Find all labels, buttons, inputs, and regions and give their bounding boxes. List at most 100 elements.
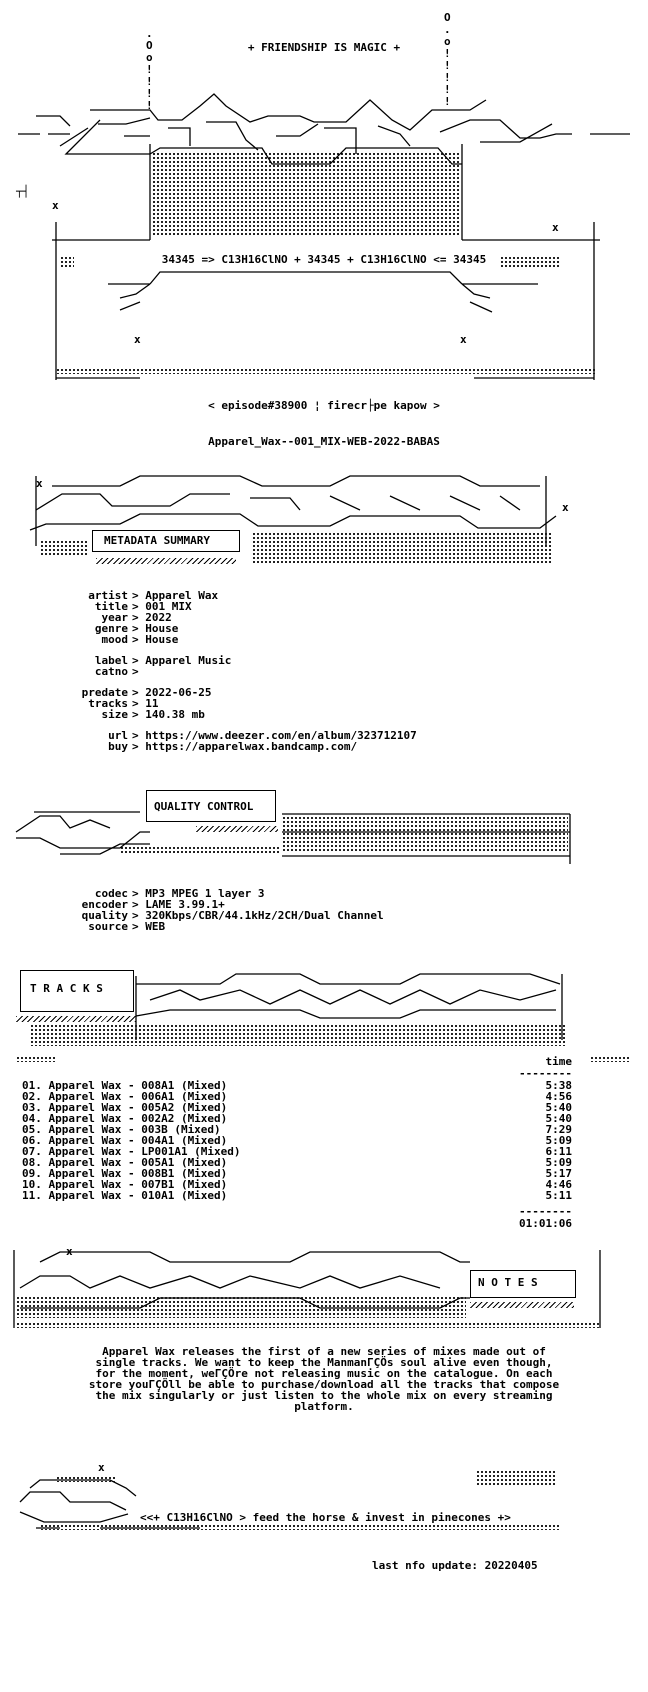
notes-line: store youΓÇÖll be able to purchase/downl… bbox=[88, 1378, 560, 1391]
x-mark: x bbox=[66, 1245, 73, 1258]
track-duration: 7:29 bbox=[545, 1123, 573, 1136]
tracks-hatch bbox=[16, 1016, 136, 1022]
meta-key: catno bbox=[94, 665, 128, 678]
track-name: 09. Apparel Wax - 008B1 (Mixed) bbox=[22, 1167, 228, 1180]
track-name: 11. Apparel Wax - 010A1 (Mixed) bbox=[22, 1189, 228, 1202]
x-mark: x bbox=[460, 333, 467, 346]
section-title-notes: N O T E S bbox=[478, 1276, 538, 1289]
track-duration: 6:11 bbox=[545, 1145, 573, 1158]
track-name: 02. Apparel Wax - 006A1 (Mixed) bbox=[22, 1090, 228, 1103]
qual-value: > WEB bbox=[132, 920, 166, 933]
release-name: Apparel_Wax--001_MIX-WEB-2022-BABAS bbox=[208, 435, 440, 448]
footer-dot-top bbox=[56, 1476, 116, 1482]
x-mark: x bbox=[98, 1461, 105, 1474]
header-dots-bottom bbox=[56, 368, 596, 374]
track-name: 04. Apparel Wax - 002A2 (Mixed) bbox=[22, 1112, 228, 1125]
tracks-dot-fill bbox=[30, 1024, 566, 1046]
last-update: last nfo update: 20220405 bbox=[372, 1559, 538, 1572]
footer-logo-lines bbox=[19, 1479, 200, 1529]
qual-value: > LAME 3.99.1+ bbox=[132, 898, 225, 911]
metadata-dot-left bbox=[40, 540, 88, 556]
header-dot-fill bbox=[152, 152, 460, 236]
meta-value: > 140.38 mb bbox=[132, 708, 205, 721]
notes-line: for the moment, weΓÇÖre not releasing mu… bbox=[95, 1367, 553, 1380]
notes-line: platform. bbox=[294, 1400, 354, 1413]
meta-key: artist bbox=[88, 589, 128, 602]
meta-value: > Apparel Music bbox=[132, 654, 232, 667]
qual-key: source bbox=[88, 920, 128, 933]
header-glyph-left: ┬┤ bbox=[16, 185, 30, 198]
quality-hatch bbox=[196, 826, 278, 832]
notes-hatch bbox=[470, 1302, 574, 1308]
episode-line: < episode#38900 ¦ firecr├pe kapow > bbox=[208, 399, 440, 412]
metadata-dot-fill bbox=[252, 532, 552, 564]
quality-header-box bbox=[146, 790, 276, 822]
track-name: 08. Apparel Wax - 005A1 (Mixed) bbox=[22, 1156, 228, 1169]
track-duration: 5:11 bbox=[545, 1189, 573, 1202]
x-mark: x bbox=[134, 333, 141, 346]
lamp-left: . O o ! ! ! ! bbox=[146, 27, 153, 112]
metadata-hatch bbox=[96, 558, 236, 564]
notes-line: single tracks. We want to keep the Manma… bbox=[95, 1356, 553, 1369]
tracks-dot-left bbox=[16, 1056, 56, 1062]
time-header: time bbox=[545, 1055, 573, 1068]
qual-value: > 320Kbps/CBR/44.1kHz/2CH/Dual Channel bbox=[132, 909, 384, 922]
track-duration: 5:17 bbox=[545, 1167, 573, 1180]
lamp-right: O . o ! ! ! ! ! bbox=[444, 11, 451, 108]
track-name: 01. Apparel Wax - 008A1 (Mixed) bbox=[22, 1079, 228, 1092]
total-separator: -------- bbox=[519, 1205, 572, 1218]
meta-value: > 2022-06-25 bbox=[132, 686, 212, 699]
x-mark: x bbox=[562, 501, 569, 514]
x-mark: x bbox=[552, 221, 559, 234]
qual-value: > MP3 MPEG 1 layer 3 bbox=[132, 887, 265, 900]
meta-key: size bbox=[101, 708, 129, 721]
track-duration: 5:40 bbox=[545, 1101, 573, 1114]
meta-value: > Apparel Wax bbox=[132, 589, 219, 602]
footer-dot-right bbox=[476, 1470, 556, 1486]
meta-key: genre bbox=[94, 622, 128, 635]
notes-dot-bottom bbox=[16, 1322, 600, 1328]
time-separator: -------- bbox=[519, 1067, 572, 1080]
notes-line: Apparel Wax releases the first of a new … bbox=[102, 1345, 546, 1358]
notes-line: the mix singularly or just listen to the… bbox=[95, 1389, 553, 1402]
meta-value: > House bbox=[132, 633, 179, 646]
track-duration: 5:09 bbox=[545, 1134, 573, 1147]
header-tagline: + FRIENDSHIP IS MAGIC + bbox=[247, 41, 401, 54]
meta-key: url bbox=[108, 729, 128, 742]
meta-key: label bbox=[94, 654, 128, 667]
footer-slogan: <<+ C13H16ClNO > feed the horse & invest… bbox=[140, 1511, 511, 1524]
section-title-metadata: METADATA SUMMARY bbox=[104, 534, 210, 547]
x-mark: x bbox=[36, 477, 43, 490]
tracks-dot-right bbox=[590, 1056, 630, 1062]
notes-header-box bbox=[470, 1270, 576, 1298]
meta-key: buy bbox=[108, 740, 128, 753]
meta-key: tracks bbox=[88, 697, 128, 710]
track-name: 07. Apparel Wax - LP001A1 (Mixed) bbox=[22, 1145, 241, 1158]
header-logo-lines bbox=[18, 93, 630, 380]
track-name: 03. Apparel Wax - 005A2 (Mixed) bbox=[22, 1101, 228, 1114]
track-name: 06. Apparel Wax - 004A1 (Mixed) bbox=[22, 1134, 228, 1147]
metadata-header-box bbox=[92, 530, 240, 552]
meta-value: > 11 bbox=[132, 697, 159, 710]
track-duration: 4:46 bbox=[545, 1178, 573, 1191]
footer-dot-bottom bbox=[40, 1524, 560, 1530]
meta-value: > House bbox=[132, 622, 179, 635]
notes-dot-fill bbox=[16, 1296, 466, 1318]
meta-key: mood bbox=[101, 633, 129, 646]
meta-value[interactable]: > https://www.deezer.com/en/album/323712… bbox=[132, 729, 417, 742]
track-duration: 5:09 bbox=[545, 1156, 573, 1169]
meta-value: > bbox=[132, 665, 146, 678]
track-name: 05. Apparel Wax - 003B (Mixed) bbox=[22, 1123, 221, 1136]
meta-key: year bbox=[101, 611, 129, 624]
track-duration: 5:40 bbox=[545, 1112, 573, 1125]
track-duration: 5:38 bbox=[545, 1079, 573, 1092]
header-dots-left bbox=[60, 256, 74, 268]
total-duration: 01:01:06 bbox=[519, 1217, 572, 1230]
meta-value[interactable]: > https://apparelwax.bandcamp.com/ bbox=[132, 740, 358, 753]
meta-value: > 2022 bbox=[132, 611, 172, 624]
